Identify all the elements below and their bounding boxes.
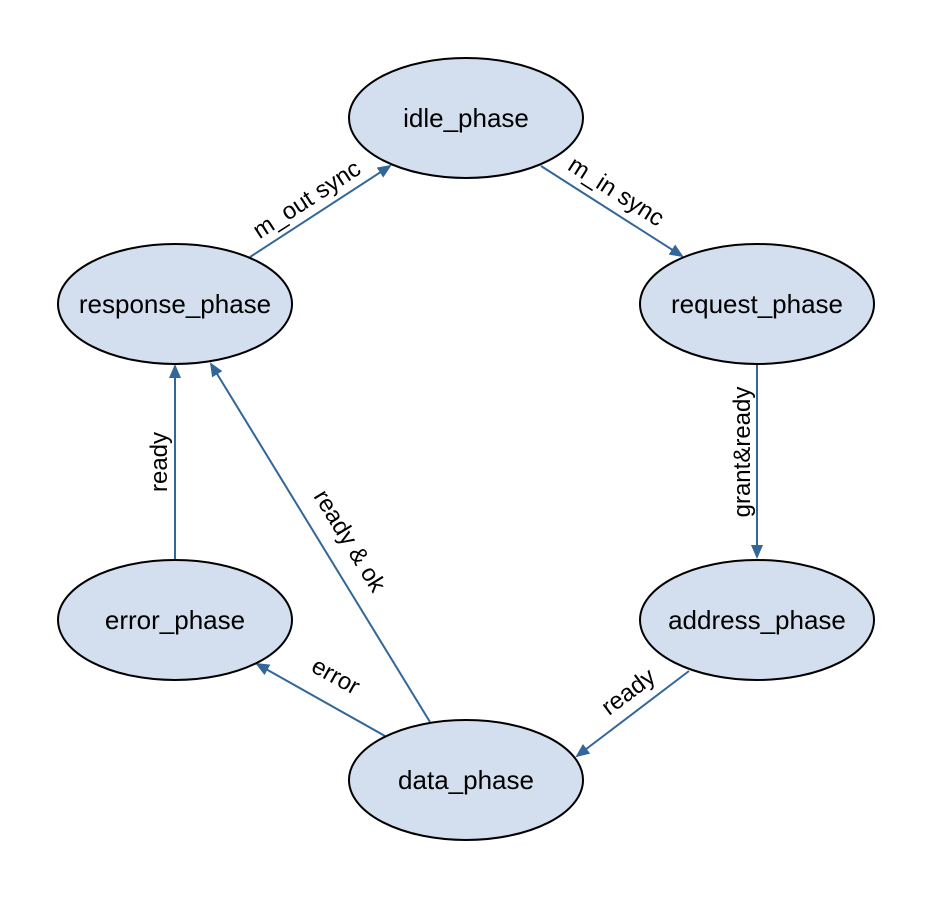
node-label: idle_phase bbox=[403, 103, 529, 133]
edge-label-ready-error: ready bbox=[146, 432, 173, 492]
node-label: response_phase bbox=[79, 289, 271, 319]
edge-label-m-in-sync: m_in sync bbox=[563, 151, 669, 232]
nodes: idle_phase request_phase address_phase d… bbox=[57, 57, 875, 841]
edge-label-ready-address: ready bbox=[596, 663, 660, 721]
node-label: error_phase bbox=[105, 605, 245, 635]
edge-idle-to-request bbox=[540, 165, 684, 258]
node-data-phase: data_phase bbox=[348, 719, 584, 841]
node-request-phase: request_phase bbox=[639, 243, 875, 365]
edge-response-to-idle bbox=[249, 164, 392, 258]
edge-data-to-error bbox=[255, 663, 386, 737]
node-label: request_phase bbox=[671, 289, 843, 319]
edge-data-to-response bbox=[209, 362, 431, 723]
edge-label-grant-ready: grant&ready bbox=[729, 387, 756, 518]
node-label: address_phase bbox=[668, 605, 846, 635]
node-response-phase: response_phase bbox=[57, 243, 293, 365]
edge-label-error: error bbox=[307, 652, 364, 700]
node-label: data_phase bbox=[398, 765, 534, 795]
node-idle-phase: idle_phase bbox=[348, 57, 584, 179]
edge-label-m-out-sync: m_out sync bbox=[248, 155, 366, 244]
node-address-phase: address_phase bbox=[639, 559, 875, 681]
edge-address-to-data bbox=[575, 670, 690, 758]
node-error-phase: error_phase bbox=[57, 559, 293, 681]
